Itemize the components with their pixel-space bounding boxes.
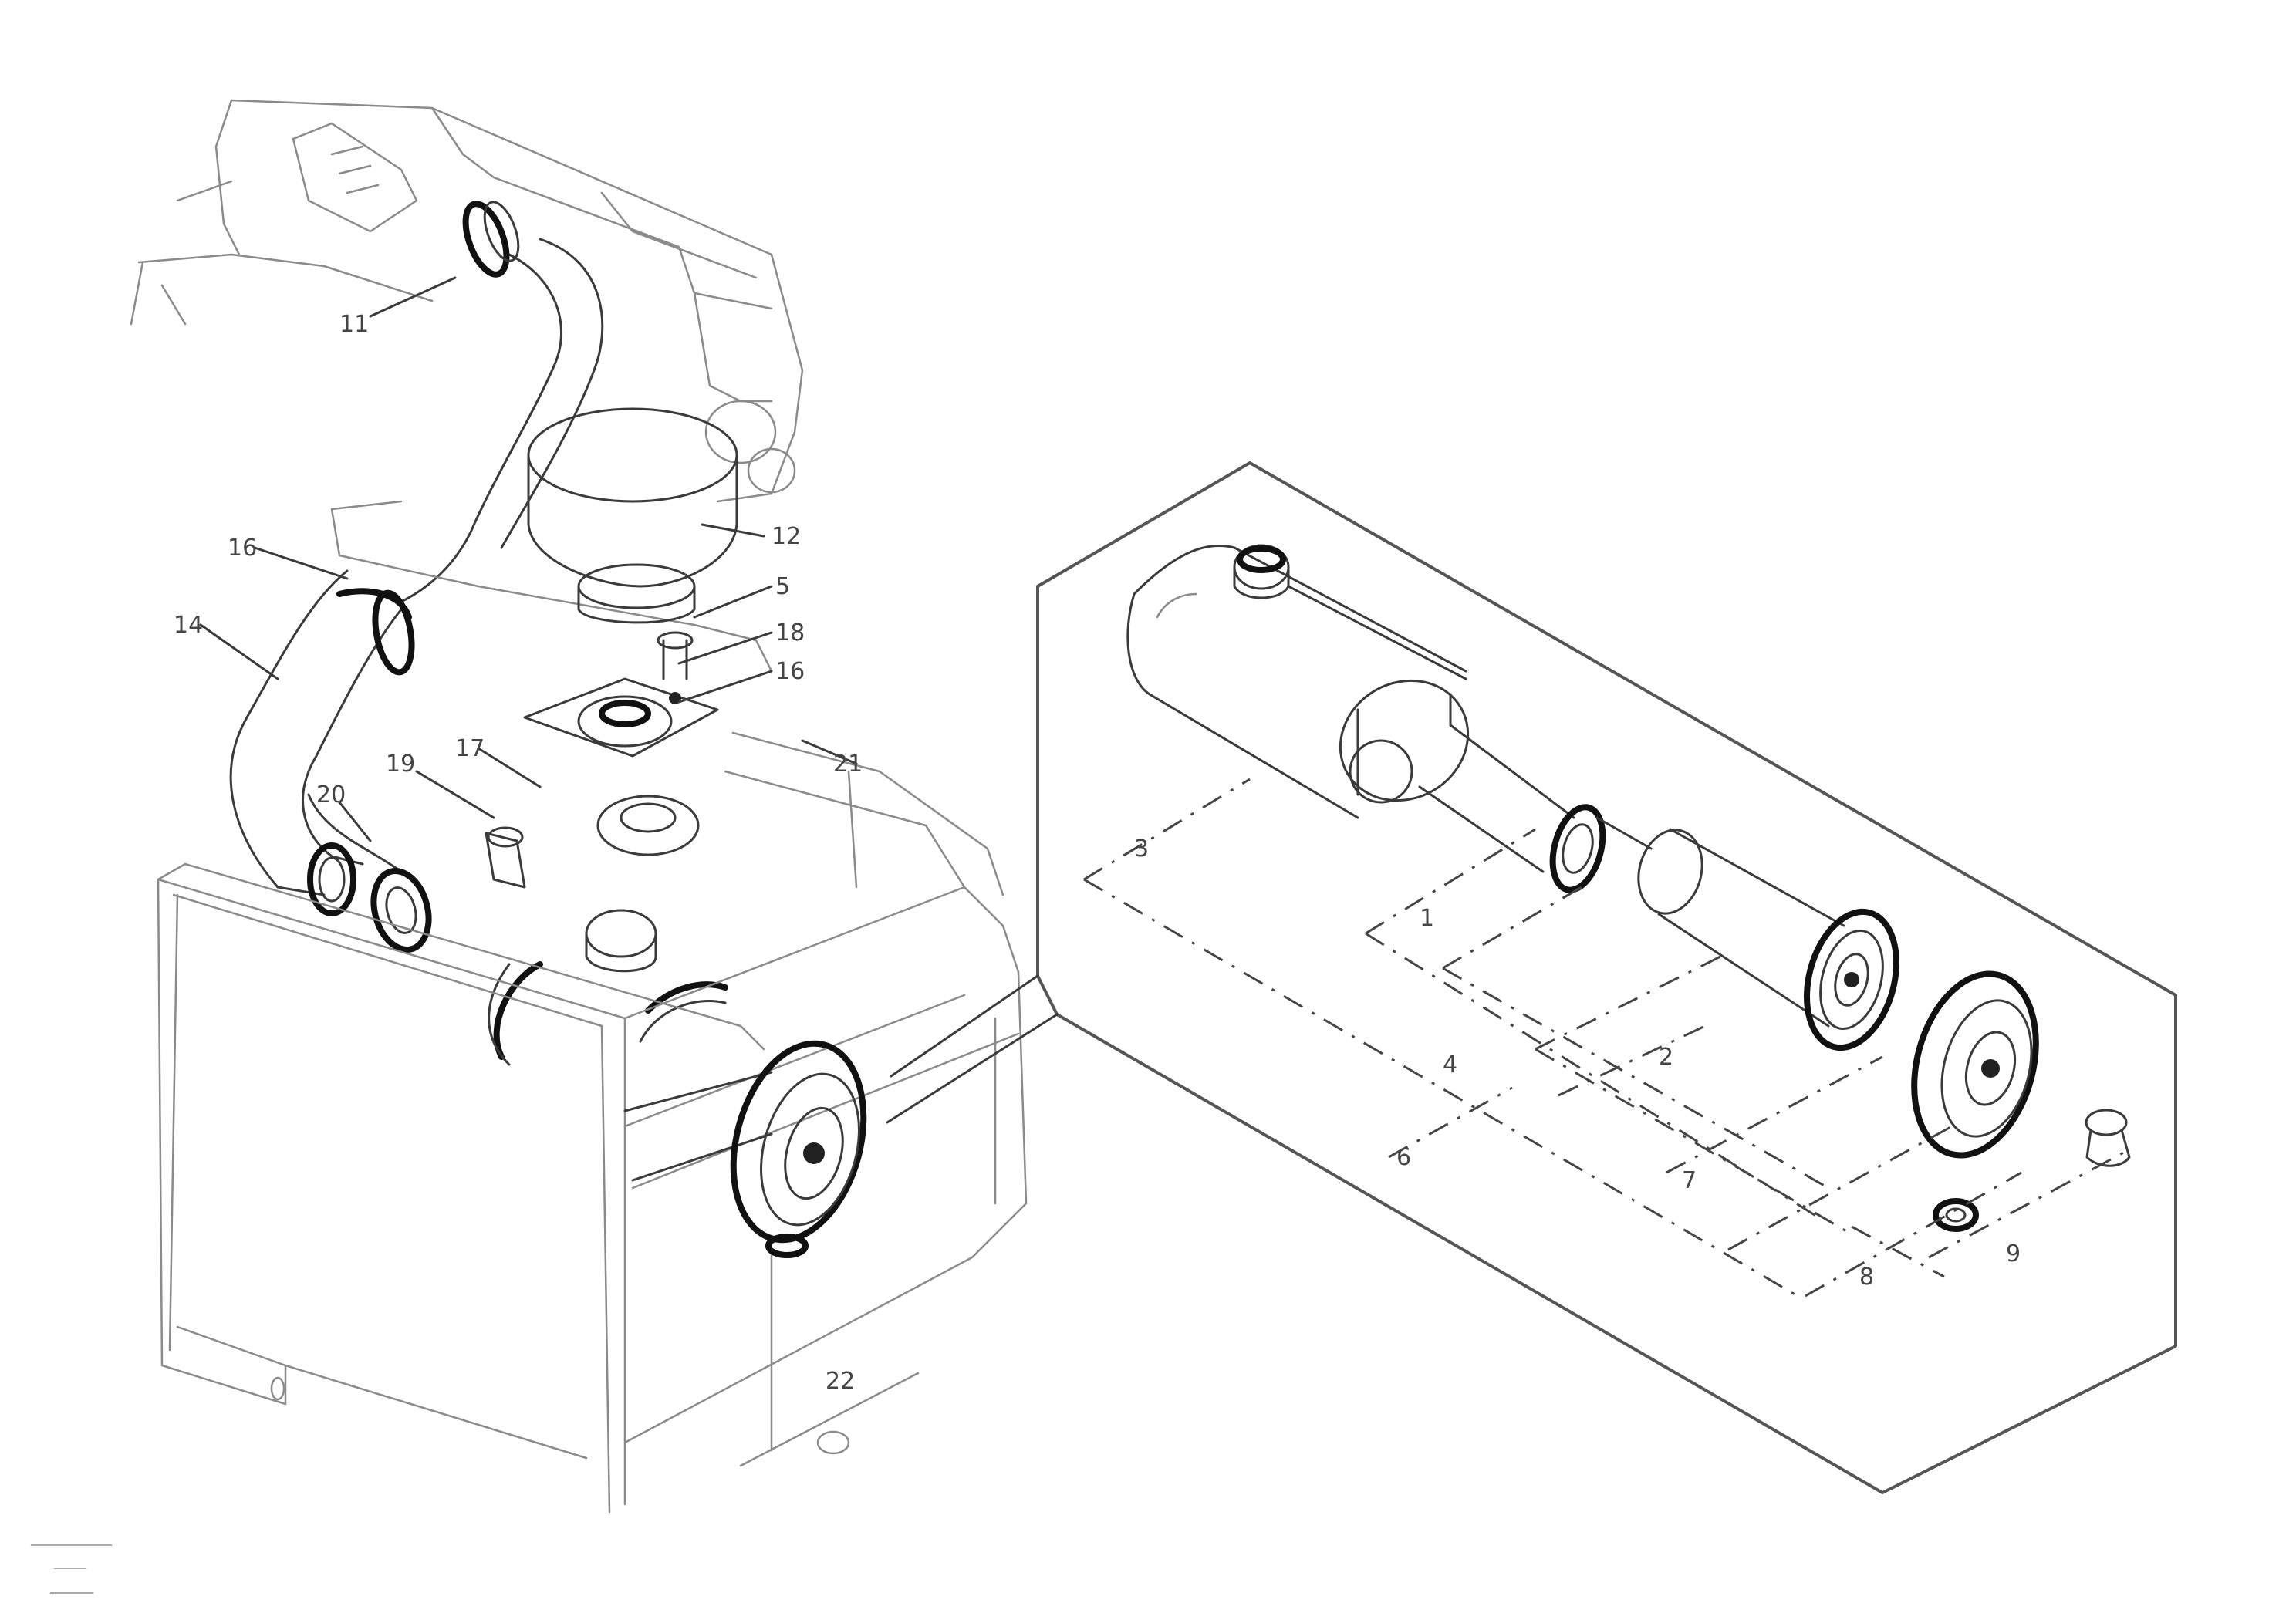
label-20: 20 <box>316 781 346 808</box>
small-element <box>1549 804 1653 893</box>
label-5: 5 <box>775 573 790 600</box>
mounting-bracket <box>330 500 773 673</box>
return-filter-assembly <box>623 1040 867 1258</box>
connection-lines <box>886 974 1059 1124</box>
label-12: 12 <box>772 523 801 550</box>
label-4: 4 <box>1443 1051 1457 1078</box>
air-filter-cap <box>527 407 738 624</box>
label-7: 7 <box>1682 1167 1697 1194</box>
label-3: 3 <box>1134 835 1149 862</box>
label-19: 19 <box>386 751 415 778</box>
label-11: 11 <box>339 311 369 338</box>
label-2: 2 <box>1659 1044 1673 1071</box>
label-16a: 16 <box>775 658 805 685</box>
label-17: 17 <box>455 735 485 762</box>
label-14: 14 <box>174 612 203 639</box>
callout-labels: 11 12 5 18 16 16 14 17 19 20 21 22 3 1 4… <box>174 311 2021 1395</box>
drawing-reference-caption: _______________ ______ ________ <box>30 1534 113 1594</box>
label-9: 9 <box>2006 1240 2021 1267</box>
hydraulic-tank <box>157 731 1028 1514</box>
label-16b: 16 <box>228 535 257 562</box>
connector-parts <box>485 677 728 1066</box>
label-21: 21 <box>833 751 863 778</box>
label-6: 6 <box>1396 1144 1411 1171</box>
filter-element <box>1637 828 1900 1051</box>
bolt-and-washer <box>1933 1109 2131 1232</box>
label-8: 8 <box>1859 1264 1874 1291</box>
bolt-parts <box>657 631 694 704</box>
filter-housing <box>1126 544 1467 819</box>
label-18: 18 <box>775 619 805 646</box>
label-1: 1 <box>1420 905 1434 932</box>
engine-block <box>130 99 804 503</box>
lower-hose <box>229 569 432 953</box>
filter-ring <box>1339 679 1470 804</box>
caption-line-2: ______ <box>53 1557 87 1569</box>
exploded-view-frame <box>1036 461 2177 1494</box>
callout-leaders <box>199 276 858 842</box>
label-22: 22 <box>826 1368 855 1395</box>
filter-cover <box>1911 970 2039 1159</box>
upper-hose <box>400 201 604 603</box>
caption-line-1: _______________ <box>30 1534 113 1546</box>
filter-inner-tube <box>1418 724 1575 873</box>
caption-line-3: ________ <box>49 1581 94 1594</box>
leader-dashed-lines <box>1083 778 2130 1298</box>
